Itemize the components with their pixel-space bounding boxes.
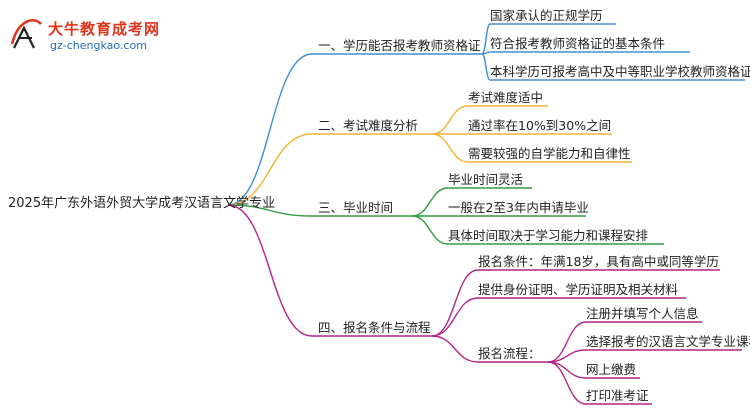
- branch-4-step-4: 打印准考证: [586, 388, 649, 403]
- link-branch-2-leaf-3: [431, 133, 469, 163]
- logo-mark-icon: [10, 19, 42, 49]
- link-branch-4-step-1: [547, 321, 587, 363]
- branch-2-node: 二、考试难度分析: [318, 118, 419, 133]
- branch-1-node: 一、学历能否报考教师资格证: [318, 38, 481, 53]
- root-node: 2025年广东外语外贸大学成考汉语言文学专业: [8, 196, 276, 211]
- branch-3-leaf-3: 具体时间取决于学习能力和课程安排: [448, 228, 649, 243]
- branch-4-step-3: 网上缴费: [586, 362, 637, 377]
- link-root-branch-2: [227, 133, 313, 206]
- branch-1-leaf-3: 本科学历可报考高中及中等职业学校教师资格证: [490, 64, 750, 79]
- link-root-branch-1: [227, 53, 313, 206]
- link-branch-4-step-3: [547, 361, 587, 379]
- link-branch-4-child-3: [431, 335, 479, 363]
- branch-1-leaf-2: 符合报考教师资格证的基本条件: [490, 36, 666, 51]
- link-branch-1-leaf-3: [481, 53, 491, 81]
- link-branch-3-leaf-1: [411, 187, 449, 217]
- link-branch-2-leaf-1: [431, 105, 469, 135]
- link-root-branch-3: [227, 204, 313, 217]
- link-branch-4-child-1: [431, 269, 479, 337]
- branch-2-leaf-1: 考试难度适中: [468, 90, 544, 105]
- branch-2-leaf-2: 通过率在10%到30%之间: [468, 118, 612, 133]
- branch-4-leaf-1: 报名条件：年满18岁，具有高中或同等学历: [478, 254, 719, 269]
- branch-4-step-2: 选择报考的汉语言文学专业课程: [586, 334, 750, 349]
- link-branch-3-leaf-3: [411, 215, 449, 245]
- link-branch-4-step-4: [547, 361, 587, 405]
- branch-1-leaf-1: 国家承认的正规学历: [490, 8, 603, 23]
- logo-url: gz-chengkao.com: [50, 39, 147, 52]
- branch-4-leaf-2: 提供身份证明、学历证明及相关材料: [478, 282, 679, 297]
- link-branch-4-child-2: [431, 297, 479, 337]
- branch-4-subbranch: 报名流程：: [478, 346, 541, 361]
- branch-3-leaf-2: 一般在2至3年内申请毕业: [448, 200, 589, 215]
- branch-2-leaf-3: 需要较强的自学能力和自律性: [468, 146, 631, 161]
- branch-3-node: 三、毕业时间: [318, 200, 394, 215]
- link-branch-1-leaf-1: [481, 23, 491, 55]
- branch-3-leaf-1: 毕业时间灵活: [448, 172, 524, 187]
- link-root-branch-4: [227, 204, 313, 337]
- logo: 大牛教育成考网 gz-chengkao.com: [8, 14, 168, 58]
- branch-4-step-1: 注册并填写个人信息: [586, 306, 699, 321]
- branch-4-node: 四、报名条件与流程: [318, 320, 431, 335]
- logo-title: 大牛教育成考网: [48, 20, 161, 38]
